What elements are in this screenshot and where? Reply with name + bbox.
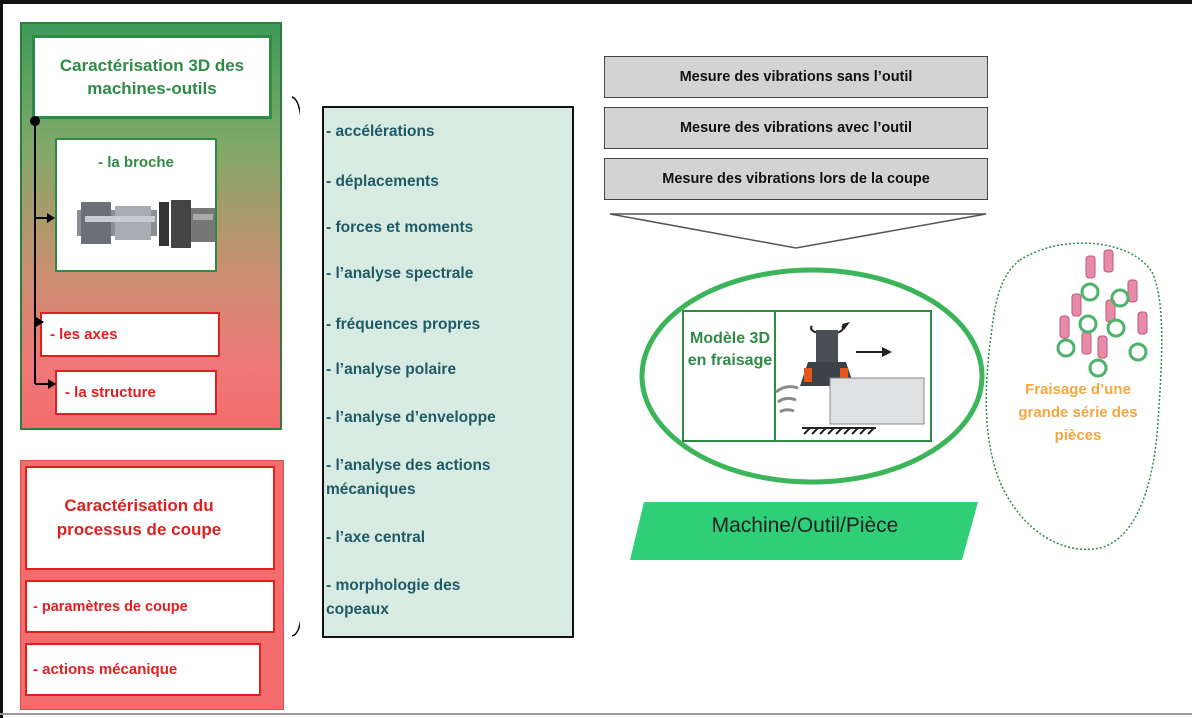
machine-banner-label: Machine/Outil/Pièce — [711, 514, 899, 537]
list-item: - forces et moments — [326, 219, 474, 236]
structure-box: - la structure — [55, 370, 217, 415]
model-divider — [774, 310, 776, 442]
broche-label: - la broche — [98, 154, 174, 171]
list-item: - accélérations — [326, 123, 435, 140]
list-item: - morphologie des copeaux — [326, 577, 461, 618]
cutting-parameters-box: - paramètres de coupe — [25, 580, 275, 633]
machine-banner-shape — [630, 502, 978, 560]
model-label: Modèle 3D en fraisage — [687, 330, 773, 369]
spindle-icon — [77, 200, 215, 248]
parts-series-blob — [985, 242, 1163, 551]
list-item: - l’analyse des actions mécaniques — [326, 457, 491, 498]
list-item: - déplacements — [326, 173, 439, 190]
process-title: Caractérisation du processus de coupe — [25, 466, 275, 570]
frame-bottom-border — [0, 713, 1192, 715]
list-item: - fréquences propres — [326, 316, 481, 333]
axes-box: - les axes — [40, 312, 220, 357]
list-item: - l’analyse d’enveloppe — [326, 409, 496, 426]
funnel-arrow-icon — [609, 213, 987, 249]
machine-tools-title: Caractérisation 3D des machines-outils — [32, 35, 272, 119]
mechanical-actions-box: - actions mécanique — [25, 643, 261, 696]
milling-tool-icon — [775, 322, 925, 435]
broche-box: - la broche — [55, 138, 217, 272]
measure-box: Mesure des vibrations lors de la coupe — [604, 158, 988, 200]
parts-series-label: Fraisage d’une grande série des pièces — [1018, 381, 1138, 444]
measure-box: Mesure des vibrations sans l’outil — [604, 56, 988, 98]
measure-box: Mesure des vibrations avec l’outil — [604, 107, 988, 149]
analyses-list: - accélérations - déplacements - forces … — [322, 106, 574, 638]
list-item: - l’analyse spectrale — [326, 265, 474, 282]
list-item: - l’axe central — [326, 529, 426, 546]
list-item: - l’analyse polaire — [326, 361, 457, 378]
frame-top-border — [0, 0, 1192, 4]
frame-left-border — [0, 0, 3, 718]
